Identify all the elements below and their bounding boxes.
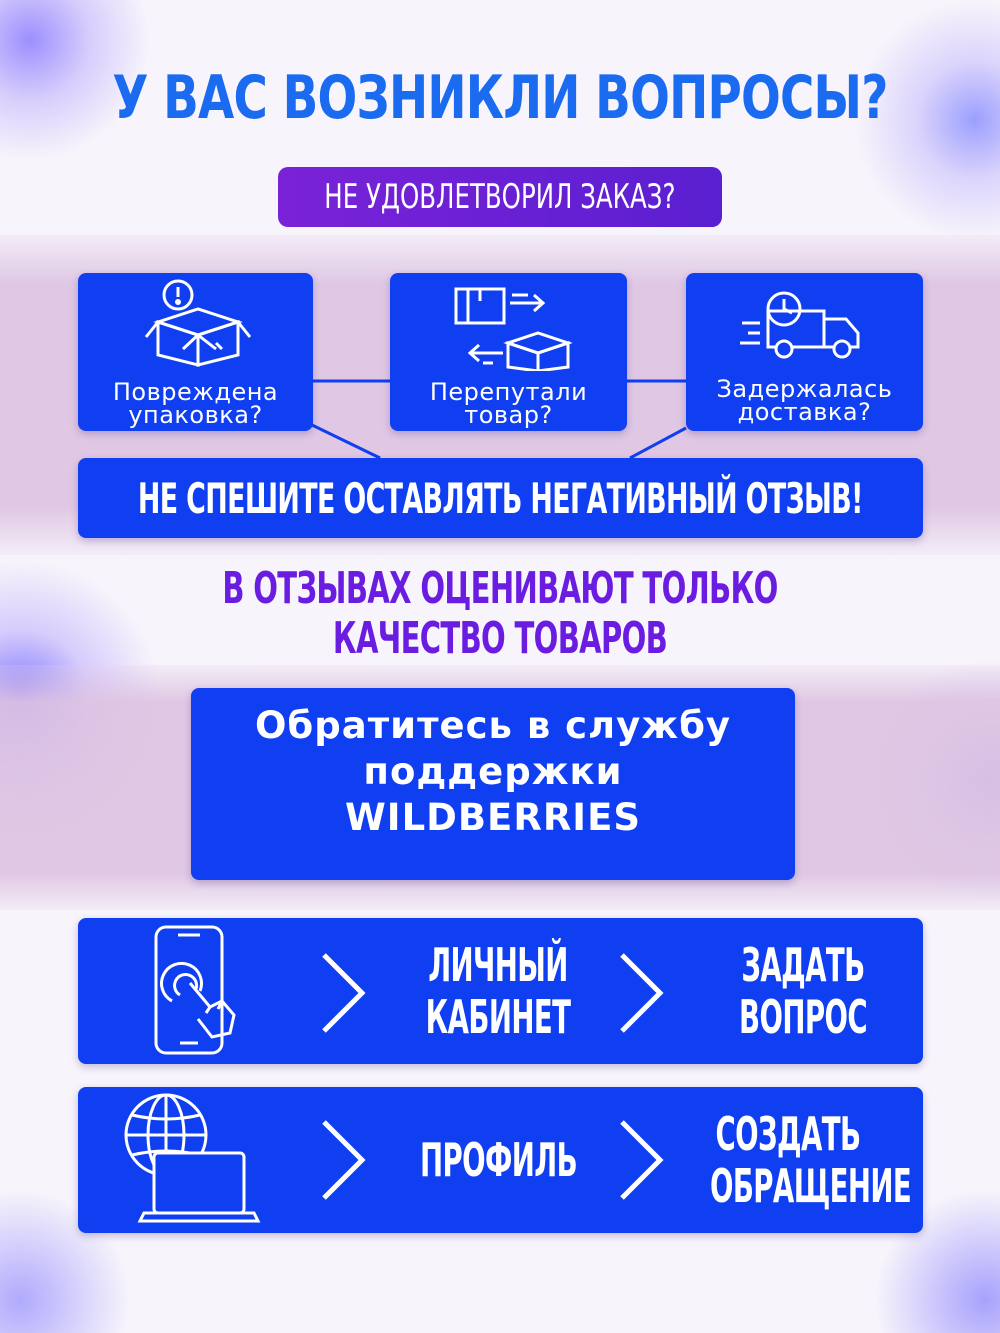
- problem-label-line2: товар?: [464, 401, 553, 429]
- connector-lines: [311, 379, 687, 460]
- problem-card-damaged: Повреждена упаковка?: [78, 273, 313, 431]
- problem-label-line2: доставка?: [737, 398, 872, 426]
- problem-card-delivery-delay: Задержалась доставка?: [686, 273, 923, 431]
- page-title: У ВАС ВОЗНИКЛИ ВОПРОСЫ?: [112, 63, 888, 133]
- step-profile: ПРОФИЛЬ: [420, 1133, 578, 1187]
- problem-label-line2: упаковка?: [128, 401, 263, 429]
- problem-label-line1: Перепутали: [429, 378, 588, 406]
- phone-tap-icon: [154, 925, 236, 1055]
- step-ask-line2: ВОПРОС: [739, 990, 868, 1044]
- chevron-right-icon: [322, 953, 366, 1033]
- exchange-boxes-icon: [454, 287, 573, 371]
- chevron-right-icon: [620, 953, 664, 1033]
- problem-card-wrong-item: Перепутали товар?: [390, 273, 627, 431]
- notice-line2: КАЧЕСТВО ТОВАРОВ: [332, 613, 668, 664]
- support-line2: поддержки: [363, 750, 623, 793]
- step-cabinet-line2: КАБИНЕТ: [425, 990, 571, 1044]
- step-create-request-line1: СОЗДАТЬ: [715, 1107, 862, 1161]
- damaged-box-icon: [144, 279, 252, 367]
- step-create-request-line2: ОБРАЩЕНИЕ: [710, 1159, 912, 1213]
- chevron-right-icon: [620, 1120, 664, 1200]
- support-line1: Обратитесь в службу: [254, 704, 732, 747]
- step-cabinet-line1: ЛИЧНЫЙ: [428, 938, 568, 992]
- order-question-tag: НЕ УДОВЛЕТВОРИЛ ЗАКАЗ?: [278, 167, 722, 227]
- chevron-right-icon: [322, 1120, 366, 1200]
- support-box: Обратитесь в службу поддержки WILDBERRIE…: [191, 688, 795, 880]
- support-brand: WILDBERRIES: [344, 796, 641, 839]
- problem-label-line1: Задержалась: [716, 375, 893, 403]
- steps-row-profile: ПРОФИЛЬ СОЗДАТЬ ОБРАЩЕНИЕ: [78, 1087, 923, 1233]
- step-ask-line1: ЗАДАТЬ: [741, 938, 865, 992]
- globe-laptop-icon: [124, 1093, 261, 1223]
- steps-row-cabinet: ЛИЧНЫЙ КАБИНЕТ ЗАДАТЬ ВОПРОС: [78, 918, 923, 1064]
- notice-line1: В ОТЗЫВАХ ОЦЕНИВАЮТ ТОЛЬКО: [222, 563, 778, 614]
- delivery-truck-clock-icon: [740, 291, 860, 359]
- no-negative-review-banner: НЕ СПЕШИТЕ ОСТАВЛЯТЬ НЕГАТИВНЫЙ ОТЗЫВ!: [78, 458, 923, 538]
- problem-label-line1: Повреждена: [112, 378, 279, 406]
